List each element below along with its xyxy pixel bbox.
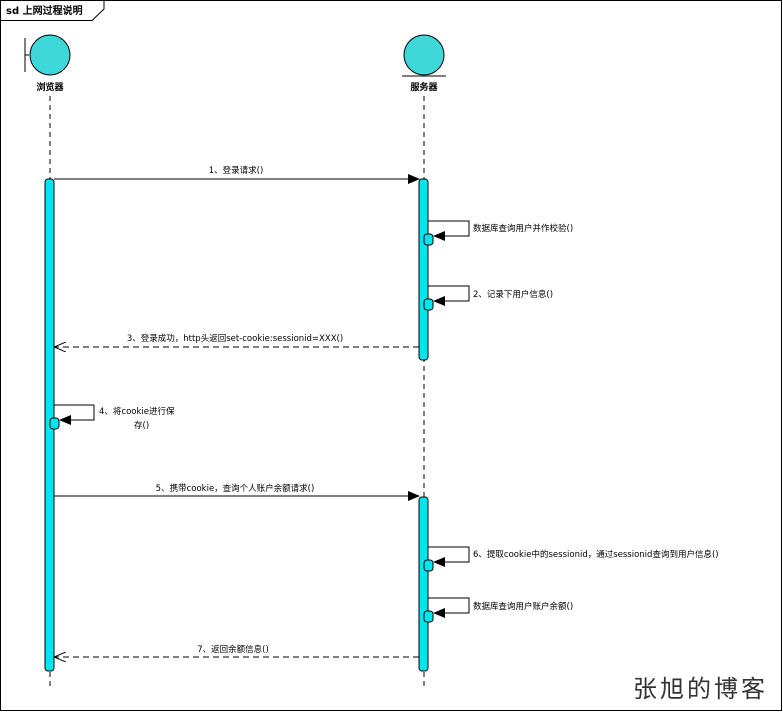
message-4-label-line1: 4、将cookie进行保 xyxy=(99,406,175,417)
self-message-db-verify-label: 数据库查询用户并作校验() xyxy=(473,223,573,234)
self-message-db-balance-label: 数据库查询用户账户余额() xyxy=(473,601,573,612)
message-4-arrow xyxy=(54,404,95,425)
message-6-label: 6、提取cookie中的sessionid，通过sessionid查询到用户信息… xyxy=(473,549,719,560)
self-activation-db-balance xyxy=(423,610,434,623)
message-7-label: 7、返回余额信息() xyxy=(197,644,269,655)
self-message-db-verify-arrow xyxy=(428,220,470,241)
actor-server: 服务器 xyxy=(402,34,446,93)
actor-browser: 浏览器 xyxy=(24,34,71,93)
message-6-arrow xyxy=(428,546,470,567)
server-activation-1 xyxy=(418,178,429,361)
browser-actor-label: 浏览器 xyxy=(36,81,64,93)
self-message-db-balance-arrow xyxy=(428,597,470,618)
frame-title-tab xyxy=(0,0,105,21)
server-actor-label: 服务器 xyxy=(410,81,438,93)
browser-actor-icon xyxy=(29,34,71,76)
message-3-label: 3、登录成功，http头返回set-cookie:sessionid=XXX() xyxy=(127,333,343,344)
message-2-arrow xyxy=(428,285,470,306)
message-1-label: 1、登录请求() xyxy=(209,165,264,176)
message-5-label: 5、携带cookie，查询个人账户余额请求() xyxy=(156,483,315,494)
server-activation-2 xyxy=(418,496,429,672)
message-2-label: 2、记录下用户信息() xyxy=(473,289,553,300)
self-activation-2 xyxy=(423,298,434,311)
self-activation-6 xyxy=(423,559,434,572)
watermark: 张旭的博客 xyxy=(633,675,768,703)
self-activation-4 xyxy=(49,417,60,430)
self-activation-db-verify xyxy=(423,233,434,246)
server-actor-icon xyxy=(403,34,445,76)
message-4-label-line2: 存() xyxy=(134,420,149,431)
frame-title: sd 上网过程说明 xyxy=(6,4,83,17)
